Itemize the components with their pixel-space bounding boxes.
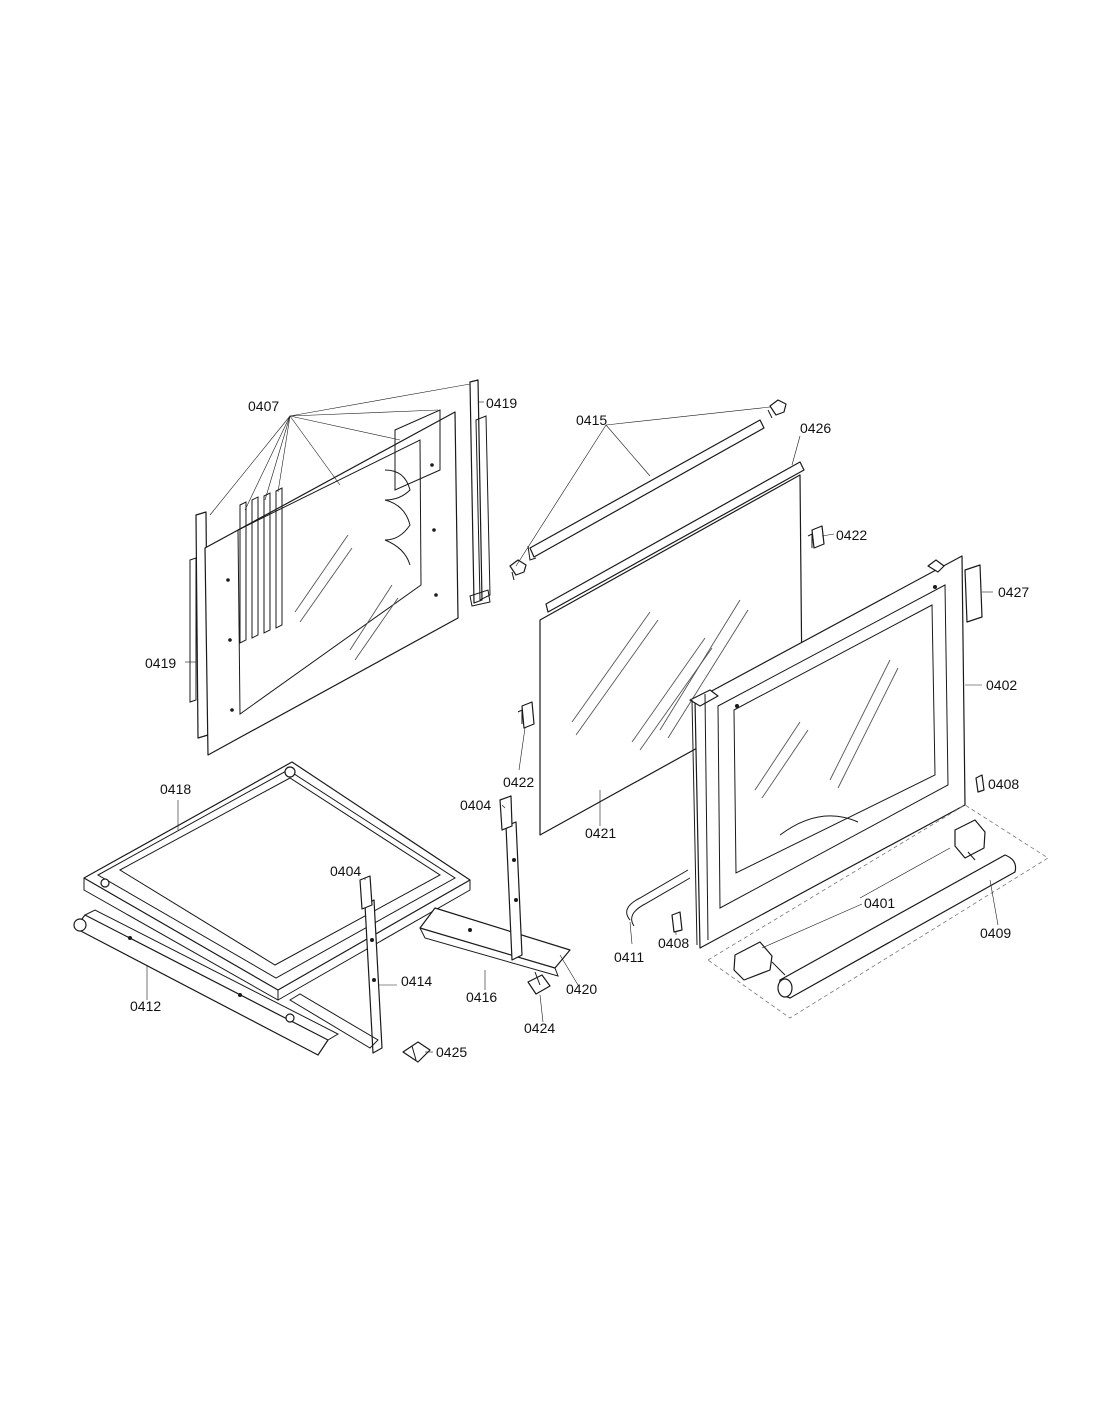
label-0421: 0421 xyxy=(585,825,616,841)
cover-plate xyxy=(964,564,983,623)
bottom-seal xyxy=(626,869,691,927)
spacer-right xyxy=(975,774,985,793)
label-0416: 0416 xyxy=(466,989,497,1005)
outer-door xyxy=(689,555,966,949)
label-0415: 0415 xyxy=(576,412,607,428)
label-0425: 0425 xyxy=(436,1044,467,1060)
leader-lines xyxy=(146,383,999,1053)
label-0419-top: 0419 xyxy=(486,395,517,411)
label-0418: 0418 xyxy=(160,781,191,797)
inner-door-frame xyxy=(189,379,491,756)
label-0404-left: 0404 xyxy=(330,863,361,879)
label-0402: 0402 xyxy=(986,677,1017,693)
hinge-left xyxy=(289,875,383,1054)
clip-0425 xyxy=(402,1041,431,1063)
label-0422-right: 0422 xyxy=(836,527,867,543)
bottom-rail-left xyxy=(73,909,340,1056)
clip-0424 xyxy=(527,971,551,995)
label-0419-left: 0419 xyxy=(145,655,176,671)
label-0427: 0427 xyxy=(998,584,1029,600)
label-0422-left: 0422 xyxy=(503,774,534,790)
label-0409: 0409 xyxy=(980,925,1011,941)
label-0426: 0426 xyxy=(800,420,831,436)
label-0408-bottom: 0408 xyxy=(658,935,689,951)
label-0404-right: 0404 xyxy=(460,797,491,813)
label-0412: 0412 xyxy=(130,998,161,1014)
label-0420: 0420 xyxy=(566,981,597,997)
label-0411: 0411 xyxy=(614,949,644,965)
top-profile xyxy=(509,399,787,581)
label-0414: 0414 xyxy=(401,973,432,989)
label-0408-right: 0408 xyxy=(988,776,1019,792)
bottom-door-panel xyxy=(83,761,471,1001)
part-labels: 0407 0419 0419 0415 0426 0422 0427 0402 … xyxy=(130,395,1029,1060)
label-0401: 0401 xyxy=(864,895,895,911)
label-0424: 0424 xyxy=(524,1020,555,1036)
spacer-bottom xyxy=(671,911,683,933)
glass-clip-left xyxy=(517,701,535,729)
handle-assembly xyxy=(707,804,1049,1019)
label-0407: 0407 xyxy=(248,398,279,414)
hinge-right xyxy=(419,795,571,977)
glass-clip-right xyxy=(807,525,825,549)
